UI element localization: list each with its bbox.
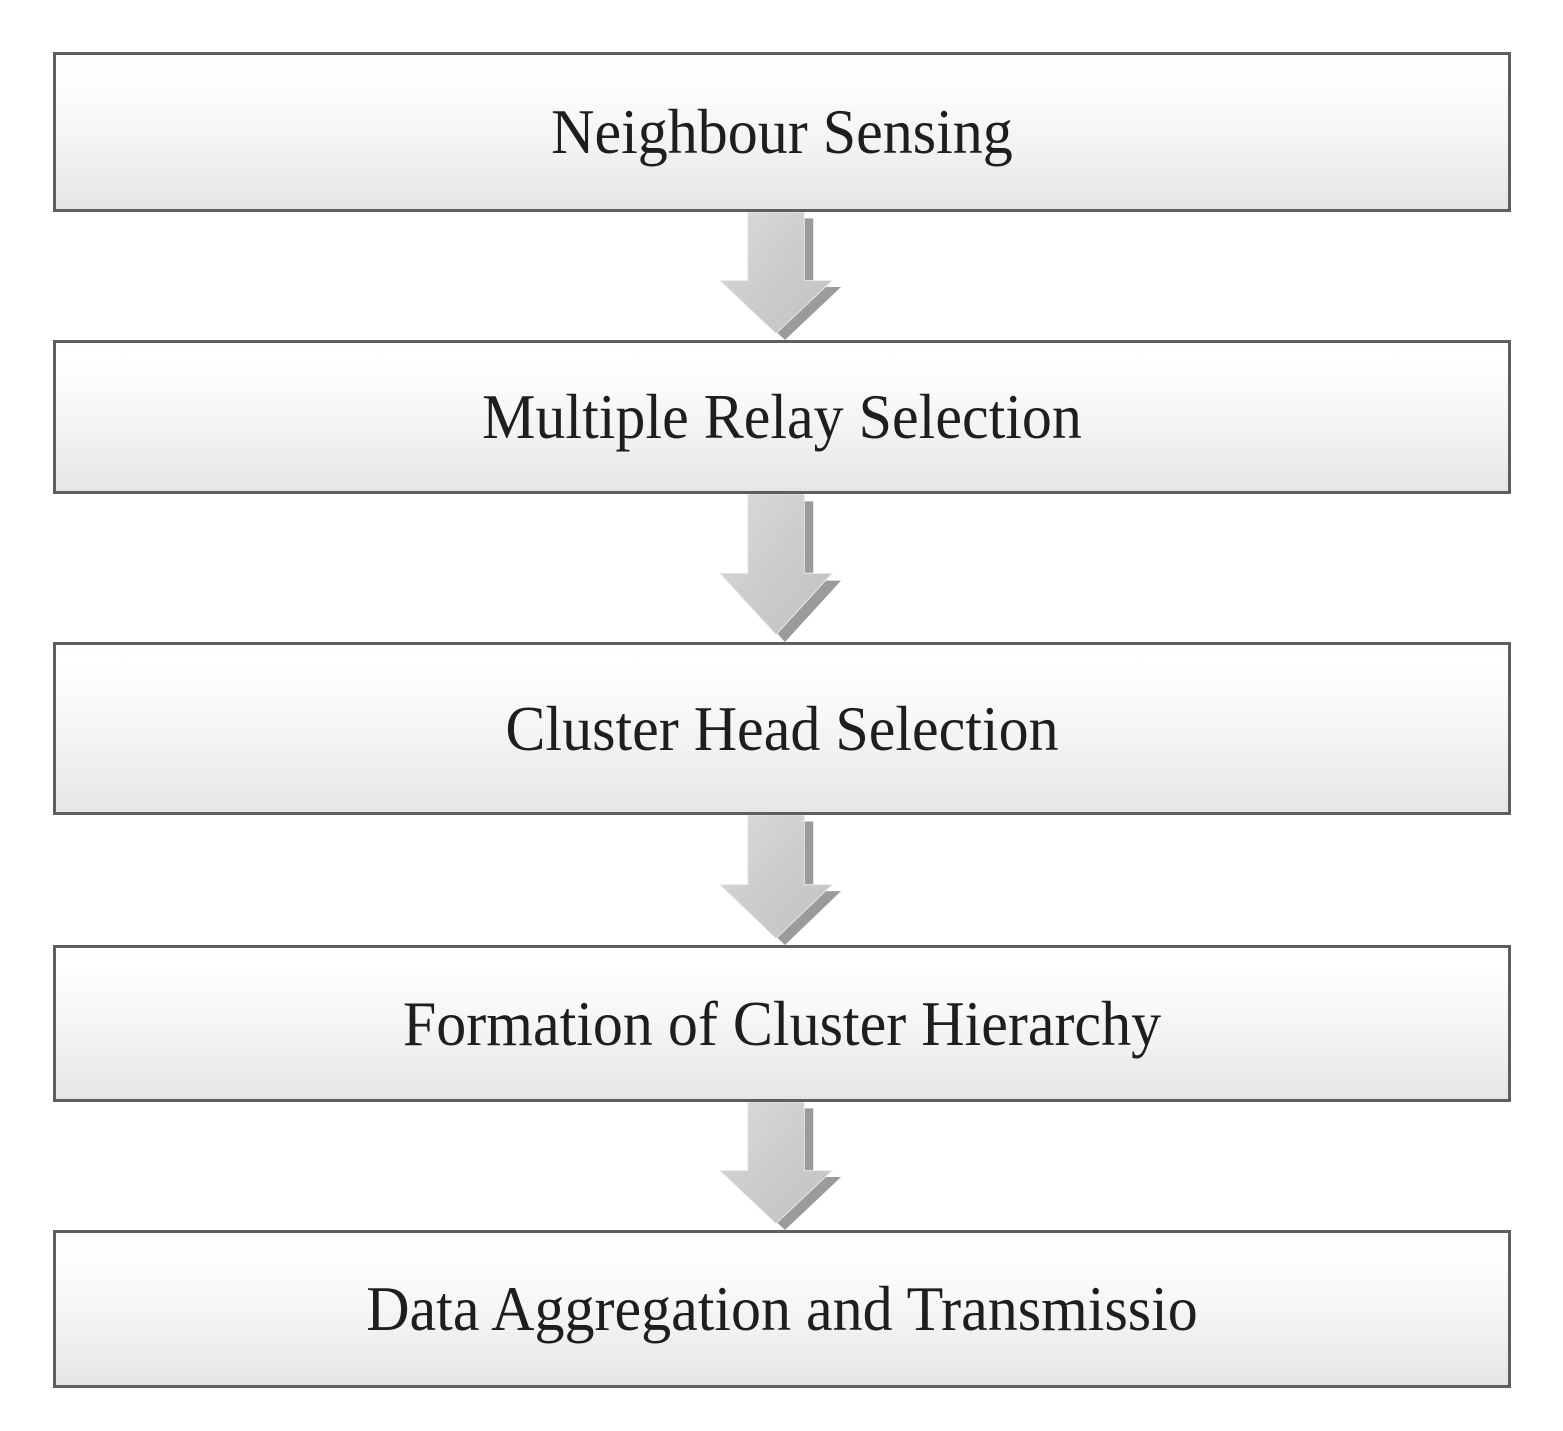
down-block-arrow-icon bbox=[53, 212, 1511, 340]
step-label: Cluster Head Selection bbox=[505, 693, 1059, 764]
down-block-arrow-icon bbox=[53, 494, 1511, 642]
step-label: Neighbour Sensing bbox=[551, 97, 1013, 167]
step-label: Multiple Relay Selection bbox=[482, 382, 1082, 452]
step-box-cluster-head-selection: Cluster Head Selection bbox=[53, 642, 1511, 815]
step-box-neighbour-sensing: Neighbour Sensing bbox=[53, 52, 1511, 212]
step-box-data-aggregation-and-transmission: Data Aggregation and Transmissio bbox=[53, 1230, 1511, 1388]
flowchart: Neighbour Sensing Multiple Relay Selecti… bbox=[53, 52, 1511, 1388]
down-block-arrow-icon bbox=[53, 1102, 1511, 1230]
step-label: Data Aggregation and Transmissio bbox=[366, 1274, 1198, 1344]
step-box-formation-of-cluster-hierarchy: Formation of Cluster Hierarchy bbox=[53, 945, 1511, 1102]
step-label: Formation of Cluster Hierarchy bbox=[402, 988, 1162, 1059]
step-box-multiple-relay-selection: Multiple Relay Selection bbox=[53, 340, 1511, 494]
down-block-arrow-icon bbox=[53, 815, 1511, 945]
